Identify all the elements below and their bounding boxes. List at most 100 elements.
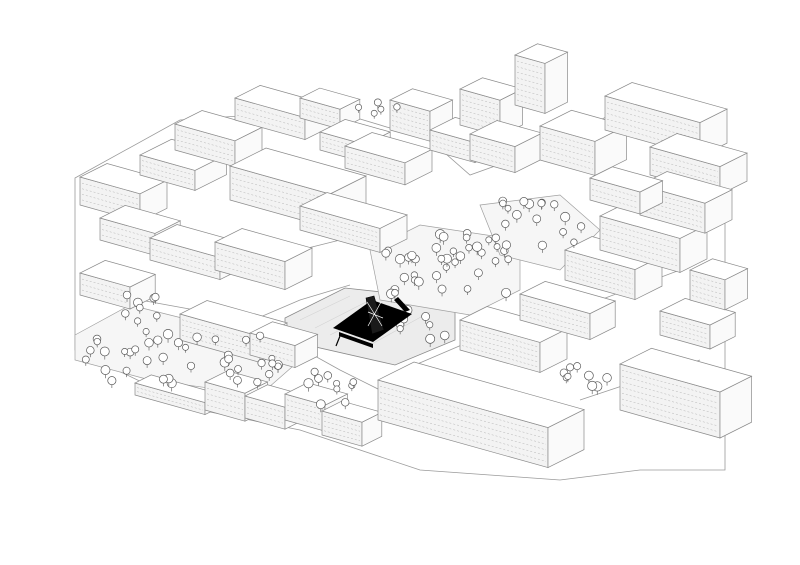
building-block bbox=[299, 192, 408, 253]
building-windows bbox=[516, 60, 544, 108]
building-roof bbox=[659, 298, 737, 326]
tree bbox=[537, 240, 547, 253]
tree bbox=[501, 287, 511, 302]
tree bbox=[153, 335, 163, 348]
tree-crown bbox=[499, 199, 507, 208]
building-windows bbox=[141, 160, 194, 186]
building-block bbox=[689, 258, 749, 311]
tree-crown bbox=[462, 233, 471, 242]
building-roof bbox=[99, 205, 182, 234]
tree-crown bbox=[491, 233, 500, 242]
tree-crown bbox=[144, 338, 154, 348]
tree-crown bbox=[99, 346, 110, 357]
tree-crown bbox=[162, 329, 174, 340]
tree bbox=[315, 399, 326, 413]
tree-crown bbox=[315, 399, 326, 410]
tree-crown bbox=[491, 257, 500, 265]
tree-crown bbox=[265, 370, 274, 379]
tree-crown bbox=[449, 247, 458, 255]
tree-crown bbox=[472, 241, 483, 252]
tree bbox=[570, 238, 578, 249]
tree-crown bbox=[426, 321, 434, 329]
tree bbox=[370, 109, 378, 119]
tree-crown bbox=[151, 292, 160, 302]
building-block bbox=[514, 43, 569, 114]
building-block bbox=[389, 88, 454, 142]
tree bbox=[274, 362, 282, 373]
tree bbox=[224, 354, 233, 367]
tree bbox=[159, 374, 168, 387]
tree bbox=[437, 284, 447, 297]
tree-crown bbox=[153, 312, 161, 320]
building-roof bbox=[179, 300, 288, 337]
building-block bbox=[139, 138, 228, 191]
building-block bbox=[344, 132, 433, 186]
tree bbox=[587, 380, 598, 395]
tree-crown bbox=[234, 365, 242, 373]
tree-crown bbox=[173, 338, 183, 348]
tree-crown bbox=[550, 200, 559, 209]
tree-crown bbox=[566, 363, 575, 372]
tree-crown bbox=[182, 343, 189, 351]
tree-crown bbox=[314, 374, 323, 383]
tree-crown bbox=[86, 346, 95, 355]
tree-crown bbox=[570, 238, 578, 246]
tree bbox=[519, 197, 529, 209]
tree bbox=[566, 363, 575, 374]
tree bbox=[107, 376, 117, 389]
tree bbox=[472, 241, 483, 256]
tree-crown bbox=[93, 337, 101, 346]
building-block bbox=[249, 321, 319, 369]
tree bbox=[413, 276, 424, 290]
building-block bbox=[519, 281, 617, 341]
tree-crown bbox=[257, 358, 266, 368]
tree bbox=[333, 385, 341, 395]
tree bbox=[233, 375, 242, 388]
building-roof bbox=[649, 133, 748, 167]
tree bbox=[314, 374, 323, 386]
tree bbox=[421, 312, 431, 324]
building-block bbox=[659, 298, 737, 350]
tree bbox=[550, 200, 559, 212]
tree-crown bbox=[159, 374, 168, 384]
tree-crown bbox=[587, 380, 598, 391]
tree bbox=[491, 257, 500, 268]
tree-crown bbox=[407, 250, 417, 261]
building-block bbox=[469, 120, 543, 174]
tree bbox=[602, 373, 612, 386]
tree-crown bbox=[268, 359, 277, 368]
tree-crown bbox=[134, 317, 142, 325]
tree bbox=[93, 337, 101, 348]
tree-crown bbox=[512, 210, 522, 220]
tree bbox=[355, 103, 363, 113]
tree bbox=[564, 372, 572, 383]
tree bbox=[242, 335, 251, 347]
tree-crown bbox=[573, 362, 582, 371]
tree bbox=[576, 222, 586, 234]
tree-crown bbox=[211, 335, 220, 343]
featured-pavilion bbox=[333, 295, 412, 348]
tree bbox=[512, 210, 522, 223]
tree bbox=[432, 271, 442, 284]
tree-crown bbox=[474, 268, 483, 278]
tree bbox=[532, 214, 542, 227]
tree bbox=[393, 103, 401, 113]
tree-crown bbox=[537, 240, 547, 250]
tree-crown bbox=[373, 98, 382, 107]
tree-crown bbox=[121, 348, 129, 355]
building-roof bbox=[389, 88, 454, 112]
tree-crown bbox=[465, 244, 473, 252]
tree-crown bbox=[122, 290, 132, 300]
tree-crown bbox=[559, 228, 567, 236]
tree-crown bbox=[602, 373, 612, 383]
tree-crown bbox=[395, 254, 406, 265]
tree-crown bbox=[504, 204, 512, 212]
tree-crown bbox=[242, 335, 251, 344]
tree-crown bbox=[399, 272, 409, 283]
tree-crown bbox=[341, 398, 350, 407]
building-block bbox=[619, 347, 753, 439]
tree-crown bbox=[393, 103, 401, 111]
tree-crown bbox=[122, 366, 131, 375]
building-windows bbox=[81, 182, 139, 216]
